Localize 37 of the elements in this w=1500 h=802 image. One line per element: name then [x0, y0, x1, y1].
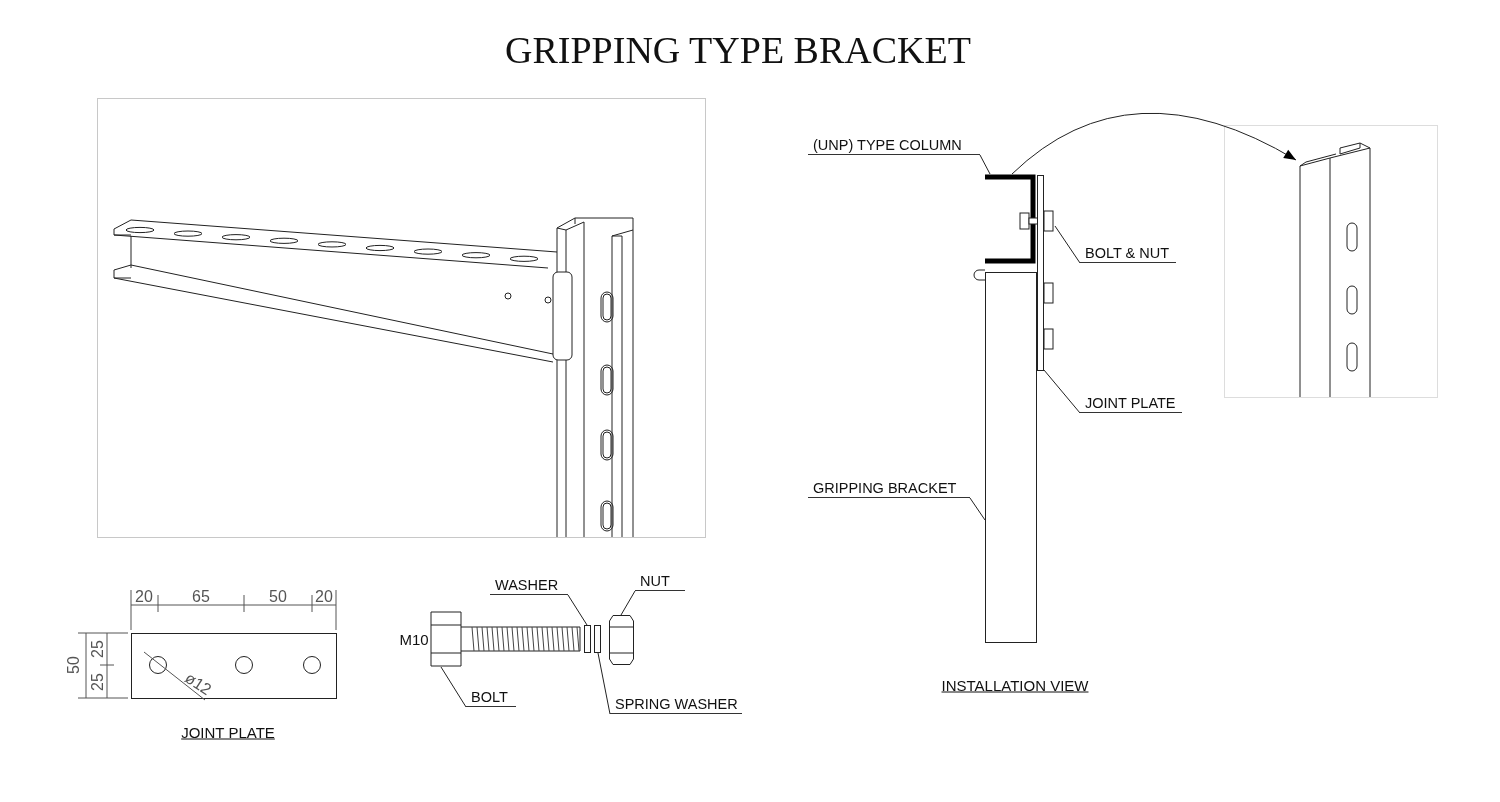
part-label: BOLT: [466, 688, 516, 707]
dimension-text: 20: [315, 588, 333, 606]
dimension-text: 50: [269, 588, 287, 606]
leader-line: [620, 590, 636, 616]
leader-line: [979, 154, 991, 175]
title: GRIPPING TYPE BRACKET: [504, 28, 972, 72]
view-caption: JOINT PLATE: [181, 723, 275, 741]
part-label: WASHER: [490, 576, 568, 595]
part-label: SPRING WASHER: [610, 695, 742, 714]
joint-plate: [1037, 175, 1044, 371]
size-label: M10: [399, 630, 429, 648]
nut-drawing: [609, 615, 634, 665]
arrow: [1011, 113, 1297, 175]
part-label: NUT: [635, 572, 685, 591]
leader-line: [1054, 225, 1081, 264]
spring-washer: [594, 625, 601, 653]
dimension-text: 25: [89, 673, 107, 691]
washer: [584, 625, 591, 653]
gripping-bracket: [985, 272, 1037, 643]
leader-line: [597, 652, 611, 715]
dimension-text: 20: [135, 588, 153, 606]
dimension-text: 25: [89, 640, 107, 658]
part-label: (UNP) TYPE COLUMN: [808, 136, 980, 155]
bolt-drawing: [430, 611, 582, 667]
leader-line: [567, 594, 588, 626]
part-label: JOINT PLATE: [1080, 394, 1182, 413]
dimension-text: 65: [192, 588, 210, 606]
part-label: BOLT & NUT: [1080, 244, 1176, 263]
column-drawing: [1296, 142, 1374, 398]
column-section: [983, 174, 1037, 264]
dimension-text: ø12: [181, 668, 215, 700]
leader-line: [1043, 369, 1081, 414]
part-label: GRIPPING BRACKET: [808, 479, 970, 498]
leader-line: [440, 666, 467, 708]
view-caption: INSTALLATION VIEW: [941, 676, 1089, 694]
leader-line: [969, 497, 986, 521]
dimension-text: 50: [65, 656, 83, 674]
